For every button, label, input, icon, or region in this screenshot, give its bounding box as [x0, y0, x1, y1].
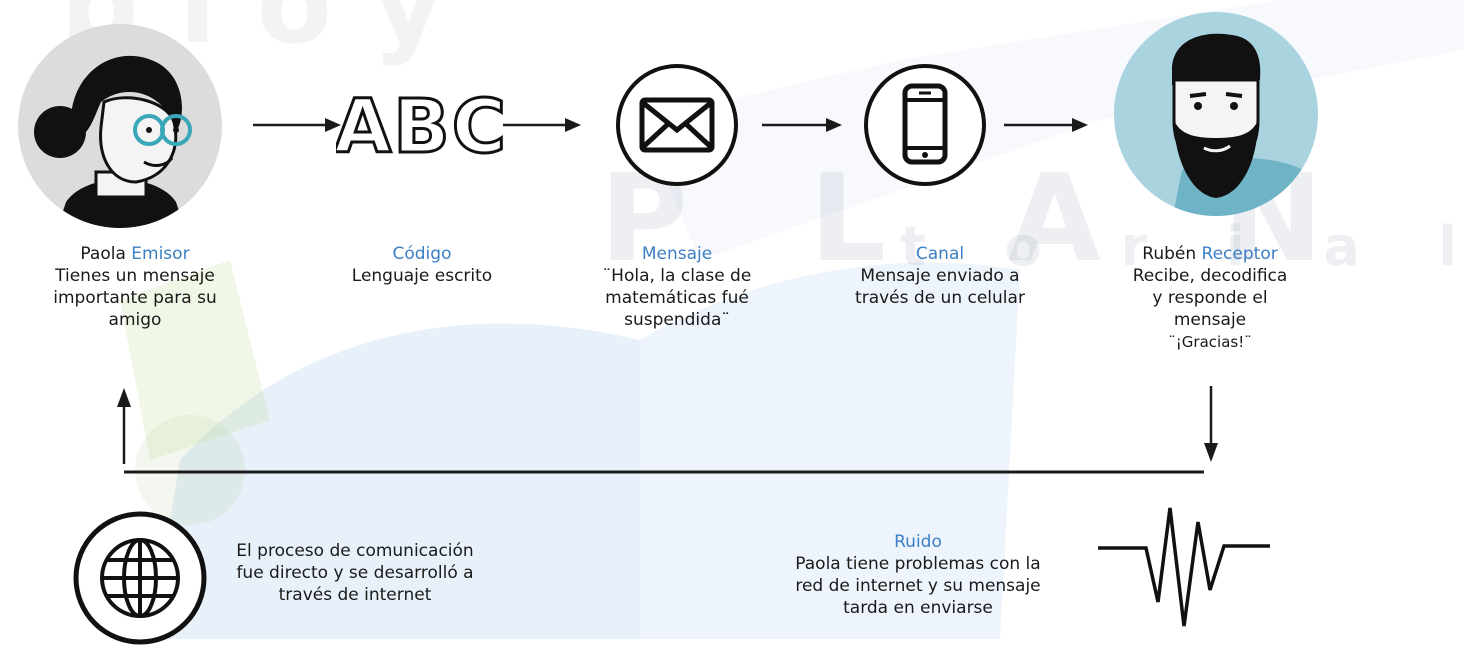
label-noise: Ruido Paola tiene problemas con la red d…: [783, 531, 1053, 619]
mensaje-role: Mensaje: [641, 244, 713, 264]
context-desc-1: El proceso de comunicación: [236, 541, 474, 561]
label-canal: Canal Mensaje enviado a través de un cel…: [850, 243, 1030, 309]
emisor-desc-2: importante para su: [53, 288, 217, 308]
arrow-canal-receptor: [1004, 118, 1088, 132]
smartphone-icon: [864, 64, 986, 186]
context-desc-3: través de internet: [278, 585, 432, 605]
abc-text: ABC: [336, 86, 506, 166]
label-emisor: Paola Emisor Tienes un mensaje important…: [40, 243, 230, 331]
receptor-desc-2: y responde el: [1152, 288, 1268, 308]
label-receptor: Rubén Receptor Recibe, decodifica y resp…: [1110, 243, 1310, 353]
woman-avatar-icon: [18, 24, 222, 228]
receptor-role: Receptor: [1201, 244, 1278, 264]
arrow-codigo-mensaje: [503, 118, 581, 132]
mensaje-desc-2: matemáticas fué: [605, 288, 749, 308]
emisor-desc-3: amigo: [108, 310, 162, 330]
mensaje-desc-3: suspendida¨: [624, 310, 730, 330]
receptor-desc-1: Recibe, decodifica: [1132, 266, 1288, 286]
noise-desc-2: red de internet y su mensaje: [795, 576, 1041, 596]
mensaje-desc-1: ¨Hola, la clase de: [602, 266, 752, 286]
emisor-role: Emisor: [131, 244, 190, 264]
arrow-mensaje-canal: [762, 118, 842, 132]
abc-letters-icon: ABC: [336, 86, 506, 166]
globe-icon: [73, 511, 207, 645]
arrow-emisor-codigo: [253, 118, 341, 132]
envelope-icon: [616, 64, 738, 186]
codigo-desc-1: Lenguaje escrito: [351, 266, 493, 286]
noise-signal-icon: [1098, 507, 1270, 627]
canal-desc-1: Mensaje enviado a: [860, 266, 1020, 286]
label-mensaje: Mensaje ¨Hola, la clase de matemáticas f…: [587, 243, 767, 331]
noise-desc-1: Paola tiene problemas con la: [795, 554, 1041, 574]
man-avatar-icon: [1114, 12, 1318, 216]
emisor-name: Paola: [80, 244, 126, 264]
canal-role: Canal: [915, 244, 965, 264]
label-codigo: Código Lenguaje escrito: [322, 243, 522, 287]
receptor-desc-4: ¨¡Gracias!¨: [1168, 333, 1252, 351]
codigo-role: Código: [392, 244, 452, 264]
canal-desc-2: través de un celular: [855, 288, 1025, 308]
context-desc-2: fue directo y se desarrolló a: [236, 563, 474, 583]
emisor-desc-1: Tienes un mensaje: [55, 266, 215, 286]
noise-desc-3: tarda en enviarse: [843, 598, 993, 618]
noise-title: Ruido: [894, 532, 942, 552]
receptor-name: Rubén: [1142, 244, 1197, 264]
receptor-desc-3: mensaje: [1173, 310, 1247, 330]
label-context: El proceso de comunicación fue directo y…: [205, 540, 505, 606]
